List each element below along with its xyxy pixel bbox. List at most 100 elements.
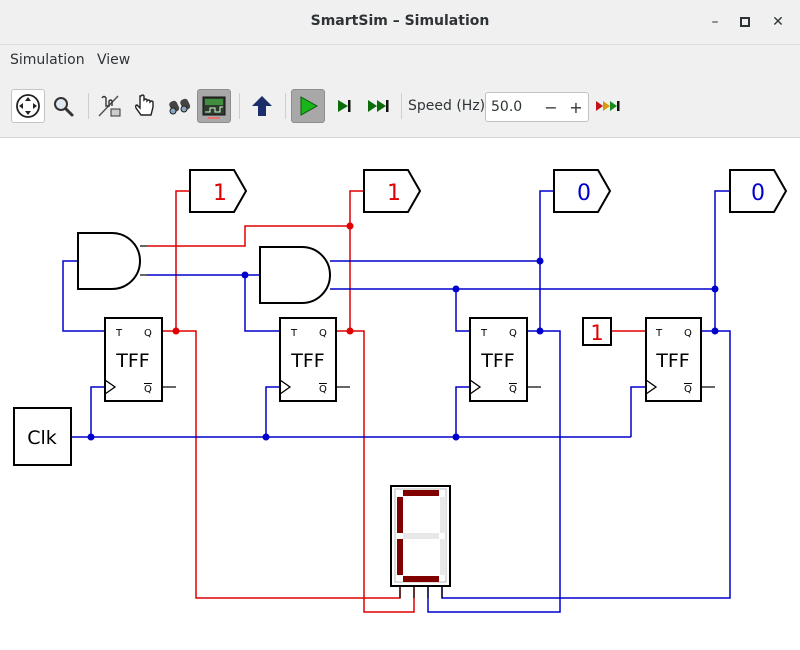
- minimize-button[interactable]: –: [711, 14, 719, 30]
- clock-label: Clk: [27, 427, 57, 449]
- step-button[interactable]: [327, 89, 361, 123]
- probe-value: 0: [577, 181, 591, 206]
- move-tool-button[interactable]: [11, 89, 45, 123]
- up-arrow-icon: [252, 96, 272, 116]
- output-probe[interactable]: 0: [729, 169, 788, 213]
- zoom-tool-button[interactable]: [46, 89, 80, 123]
- fast-step-icon: [596, 101, 620, 111]
- title-bar: SmartSim – Simulation – ✕: [0, 0, 800, 45]
- output-probe[interactable]: 1: [363, 169, 422, 213]
- menu-view[interactable]: View: [97, 52, 131, 68]
- maximize-button[interactable]: [735, 12, 755, 32]
- t-pin-label: T: [290, 328, 298, 339]
- tff-flip-flop[interactable]: T Q TFF Q: [469, 317, 528, 402]
- menu-simulation[interactable]: Simulation: [10, 52, 85, 68]
- qbar-pin-label: Q: [144, 384, 152, 395]
- clock-wire: [455, 386, 470, 437]
- junction-dot: [452, 285, 460, 293]
- wire: [62, 260, 105, 332]
- seven-segment-display[interactable]: [390, 485, 451, 598]
- segment-d: [403, 576, 439, 582]
- toolbar: Speed (Hz): − +: [0, 75, 800, 138]
- junction-dot: [536, 327, 544, 335]
- play-button[interactable]: [291, 89, 325, 123]
- clock-input[interactable]: Clk: [13, 407, 72, 466]
- toolbar-separator: [239, 93, 240, 119]
- output-probe[interactable]: 1: [189, 169, 248, 213]
- wire-edit-icon: [98, 95, 121, 117]
- t-pin-label: T: [115, 328, 123, 339]
- segment-g: [403, 533, 439, 539]
- unconnected-stubs: [162, 386, 715, 388]
- fast-forward-icon: [368, 100, 389, 112]
- tff-label: TFF: [290, 350, 324, 372]
- tff-flip-flop[interactable]: T Q TFF Q: [279, 317, 337, 402]
- up-button[interactable]: [245, 89, 279, 123]
- segment-f: [397, 497, 403, 533]
- wire: [350, 330, 415, 613]
- toolbar-separator: [88, 93, 89, 119]
- window-title: SmartSim – Simulation: [310, 13, 490, 29]
- timing-diagram-icon: [202, 96, 226, 119]
- speed-increment-button[interactable]: +: [569, 97, 583, 117]
- and-gate[interactable]: [259, 246, 331, 304]
- play-icon: [300, 96, 319, 116]
- probe-value: 0: [751, 181, 765, 206]
- junction-dot: [711, 327, 719, 335]
- wire: [701, 190, 730, 332]
- wire: [147, 225, 350, 247]
- q-pin-label: Q: [509, 328, 517, 339]
- wire: [427, 330, 561, 613]
- wire: [162, 190, 190, 332]
- maximize-icon: [740, 17, 750, 27]
- timing-diagram-button[interactable]: [197, 89, 231, 123]
- close-button[interactable]: ✕: [772, 14, 784, 30]
- junction-dot: [241, 271, 249, 279]
- speed-decrement-button[interactable]: −: [544, 97, 558, 117]
- speed-spinbox: − +: [485, 92, 589, 122]
- move-icon: [16, 94, 40, 118]
- constant-input[interactable]: 1: [582, 317, 612, 346]
- speed-label: Speed (Hz):: [408, 98, 490, 114]
- toolbar-separator: [285, 93, 286, 119]
- tff-label: TFF: [655, 350, 689, 372]
- tff-label: TFF: [115, 350, 149, 372]
- segment-a: [403, 490, 439, 496]
- low-wires: [62, 190, 731, 613]
- zoom-icon: [54, 97, 74, 117]
- q-pin-label: Q: [144, 328, 152, 339]
- wire: [455, 289, 470, 332]
- q-pin-label: Q: [319, 328, 327, 339]
- junction-dot: [172, 327, 180, 335]
- wire-edit-tool-button[interactable]: [93, 89, 127, 123]
- binoculars-tool-button[interactable]: [163, 89, 197, 123]
- junction-dot: [346, 327, 354, 335]
- circuit-canvas[interactable]: 1 1 0 0 T Q TFF Q T Q TFF Q: [0, 138, 800, 646]
- probe-value: 1: [213, 181, 227, 206]
- fast-forward-button[interactable]: [362, 89, 396, 123]
- probe-value: 1: [387, 181, 401, 206]
- clock-wire: [265, 386, 280, 437]
- output-probe[interactable]: 0: [553, 169, 612, 213]
- junction-dot: [87, 433, 95, 441]
- hand-pointer-icon: [134, 94, 154, 116]
- binoculars-icon: [169, 98, 191, 115]
- speed-input[interactable]: [491, 98, 539, 116]
- t-pin-label: T: [480, 328, 488, 339]
- junction-dot: [262, 433, 270, 441]
- tff-flip-flop[interactable]: T Q TFF Q: [645, 317, 702, 402]
- circuit-diagram: 1 1 0 0 T Q TFF Q T Q TFF Q: [13, 169, 788, 613]
- junctions: [87, 222, 719, 441]
- t-pin-label: T: [655, 328, 663, 339]
- fast-step-button[interactable]: [592, 89, 626, 123]
- junction-dot: [711, 285, 719, 293]
- tff-flip-flop[interactable]: T Q TFF Q: [104, 317, 163, 402]
- junction-dot: [346, 222, 354, 230]
- segment-c: [440, 539, 446, 575]
- and-gate[interactable]: [77, 232, 141, 290]
- hand-tool-button[interactable]: [128, 89, 162, 123]
- tff-label: TFF: [480, 350, 514, 372]
- clock-wire: [630, 386, 646, 437]
- clock-wire: [90, 386, 105, 437]
- constant-value: 1: [590, 321, 603, 345]
